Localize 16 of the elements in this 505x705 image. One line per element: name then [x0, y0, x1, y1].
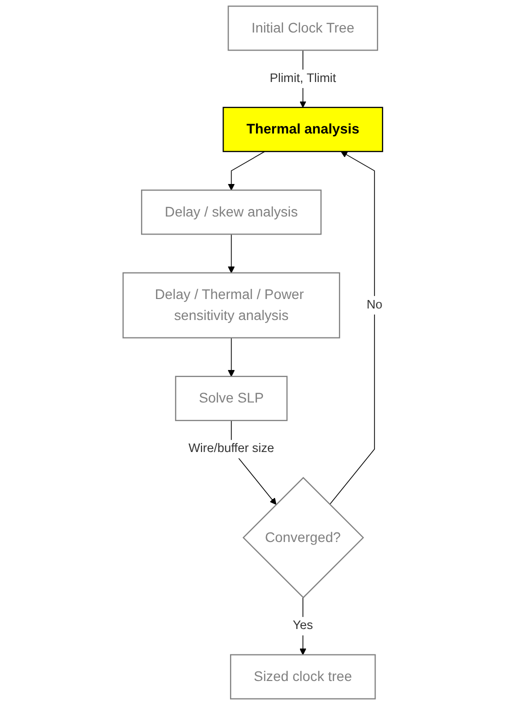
arrow — [228, 234, 234, 274]
node-box: Delay / Thermal / Power sensitivity analysis — [122, 272, 340, 338]
edge-label: Plimit, Tlimit — [269, 72, 336, 86]
node-diamond: Converged? — [242, 476, 364, 598]
arrow — [299, 597, 306, 656]
edge-label: No — [366, 298, 382, 312]
node-box: Sized clock tree — [230, 654, 376, 700]
arrow — [228, 337, 234, 377]
edge-label: Yes — [292, 619, 313, 632]
edge-label: Wire/buffer size — [188, 442, 274, 456]
node-box: Delay / skew analysis — [140, 190, 322, 235]
node-box: Solve SLP — [174, 376, 288, 422]
node-box: Initial Clock Tree — [227, 6, 378, 51]
arrow — [328, 151, 375, 505]
arrow — [228, 151, 265, 190]
node-box: Thermal analysis — [222, 106, 383, 152]
